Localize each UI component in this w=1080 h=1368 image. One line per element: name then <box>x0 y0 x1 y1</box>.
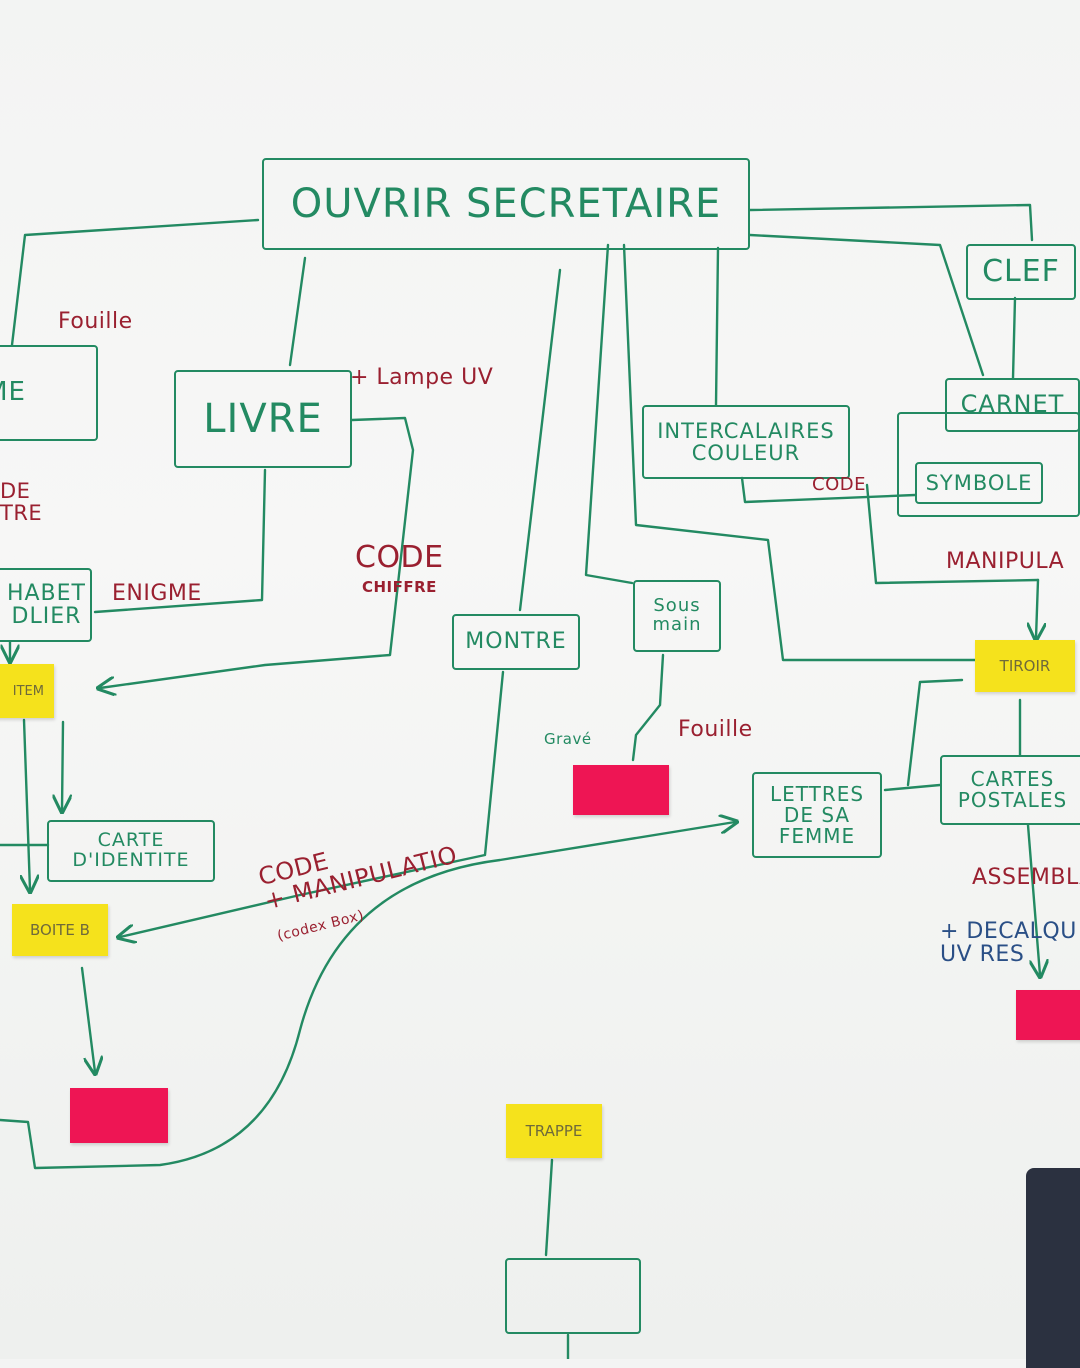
edge-boiteb-red <box>80 966 95 1072</box>
box-montre: MONTRE <box>452 614 580 670</box>
sticky-tiroir: TIROIR <box>975 640 1075 692</box>
edge-secretaire-sousmain <box>584 243 634 585</box>
sticky-red-gravé <box>573 765 669 815</box>
edge-trappe-box <box>544 1158 554 1257</box>
annotation-enigme: ENIGME <box>112 581 202 606</box>
dark-object-corner <box>1026 1168 1080 1368</box>
edge-sousmain-red <box>631 653 665 762</box>
box-me: ME <box>0 345 98 441</box>
box-alphabet: HABET DLIER <box>0 568 92 642</box>
edge-lettres-cartes <box>883 783 942 792</box>
sticky-trappe: TRAPPE <box>506 1104 602 1158</box>
sticky-red-right <box>1016 990 1080 1040</box>
box-sous-main: Sous main <box>633 580 721 652</box>
annotation-fouille-1: Fouille <box>58 309 133 334</box>
edge-clef-carnet <box>1011 296 1017 380</box>
box-cartes-postales: CARTES POSTALES <box>940 755 1080 825</box>
annotation-lampe-uv: + Lampe UV <box>350 365 494 390</box>
box-lettres: LETTRES DE SA FEMME <box>752 772 882 858</box>
edge-intercalaires-symbole <box>740 476 917 504</box>
box-clef: CLEF <box>966 244 1076 300</box>
edge-item-boiteb <box>24 718 30 890</box>
annotation-manipulation: MANIPULA <box>946 549 1065 574</box>
edge-secretaire-carnet <box>748 233 985 377</box>
sticky-item-left: ITEM <box>0 664 54 718</box>
sticky-boite-b: BOITE B <box>12 904 108 956</box>
box-symbole-group <box>897 412 1080 517</box>
annotation-grave: Gravé <box>544 730 592 748</box>
central-box-ouvrir-secretaire: OUVRIR SECRETAIRE <box>262 158 750 250</box>
box-carte-identite: CARTE D'IDENTITE <box>47 820 215 882</box>
edge-montre-boiteb <box>120 670 505 937</box>
edge-secretaire-montre <box>518 268 562 612</box>
annotation-assemblage: ASSEMBLA <box>972 865 1080 890</box>
edge-secretaire-tiroir <box>622 243 977 662</box>
box-livre: LIVRE <box>174 370 352 468</box>
edge-livre-enigme <box>93 468 267 614</box>
edge-curve-lettres <box>0 822 735 1170</box>
edge-secretaire-intercalaires <box>714 246 720 407</box>
edge-secretaire-livre <box>288 256 307 367</box>
annotation-code-carnet: CODE <box>812 474 866 495</box>
box-bottom-empty <box>505 1258 641 1334</box>
edge-carnet-manip <box>865 483 1040 585</box>
box-intercalaires: INTERCALAIRES COULEUR <box>642 405 850 479</box>
edge-livre-code <box>100 416 415 688</box>
edge-secretaire-clef <box>748 203 1034 242</box>
edge-manip-tiroir <box>1036 578 1038 638</box>
edge-item-carte <box>62 720 63 810</box>
sticky-red-boite <box>70 1088 168 1143</box>
annotation-code-partial: DE TRE <box>0 479 43 526</box>
edge-tiroir-lettres <box>906 678 964 787</box>
annotation-fouille-2: Fouille <box>678 717 753 742</box>
box-symbole: SYMBOLE <box>915 462 1043 504</box>
annotation-chiffre: CHIFFRE <box>362 578 437 596</box>
annotation-code-chiffre: CODE <box>355 540 444 575</box>
annotation-decalque: + DECALQU UV RES <box>940 919 1077 968</box>
edge-cartes-assemblage <box>1026 823 1040 975</box>
edge-secretaire-me <box>10 218 260 347</box>
